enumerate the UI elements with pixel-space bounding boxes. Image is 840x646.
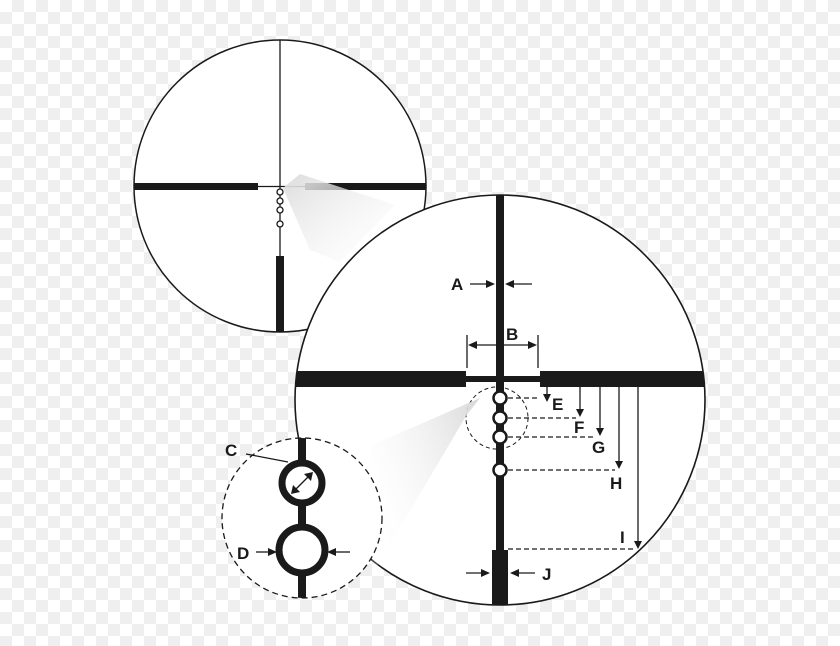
overview-right-thick-post xyxy=(305,183,426,190)
label-h: H xyxy=(610,474,622,493)
zoom-cone-overview xyxy=(283,174,395,262)
label-a: A xyxy=(451,275,463,294)
detail-thin-horizontal xyxy=(466,376,540,382)
label-f: F xyxy=(574,418,584,437)
label-i: I xyxy=(620,528,625,547)
dimension-f xyxy=(508,387,584,419)
dimension-j xyxy=(466,569,535,577)
holdover-dot-3 xyxy=(492,429,508,445)
holdover-dot-4 xyxy=(492,462,508,478)
inset-dot-lower xyxy=(275,523,329,577)
dimension-e xyxy=(508,387,551,402)
detail-bottom-thick-post xyxy=(492,550,508,605)
overview-dot-1 xyxy=(276,188,284,196)
detail-bottom-post-taper xyxy=(492,551,508,561)
dimension-a xyxy=(470,280,532,288)
dimension-h xyxy=(508,387,623,471)
label-d: D xyxy=(237,544,249,563)
zoom-cone-inset xyxy=(370,398,480,575)
label-j: J xyxy=(542,565,551,584)
label-c: C xyxy=(225,441,237,460)
inset-vertical-line xyxy=(298,438,306,598)
detail-left-thick-post xyxy=(295,371,466,387)
overview-bottom-thick-post xyxy=(276,256,284,332)
dimension-c-inner xyxy=(291,472,313,494)
dimension-d xyxy=(256,548,350,556)
dot-detail-inset: C D xyxy=(221,437,383,599)
overview-dot-2 xyxy=(276,197,284,205)
label-e: E xyxy=(552,395,563,414)
overview-dot-3 xyxy=(276,206,284,214)
label-g: G xyxy=(592,438,605,457)
dimension-b xyxy=(466,335,539,368)
holdover-dot-1 xyxy=(492,390,508,406)
holdover-dot-2 xyxy=(492,410,508,426)
detail-right-thick-post xyxy=(540,371,705,387)
overview-dot-4 xyxy=(276,220,284,228)
label-b: B xyxy=(506,325,518,344)
dimension-i xyxy=(508,387,642,550)
dimension-c-leader xyxy=(245,453,289,463)
overview-left-thick-post xyxy=(134,183,258,190)
dimension-g xyxy=(508,387,604,438)
